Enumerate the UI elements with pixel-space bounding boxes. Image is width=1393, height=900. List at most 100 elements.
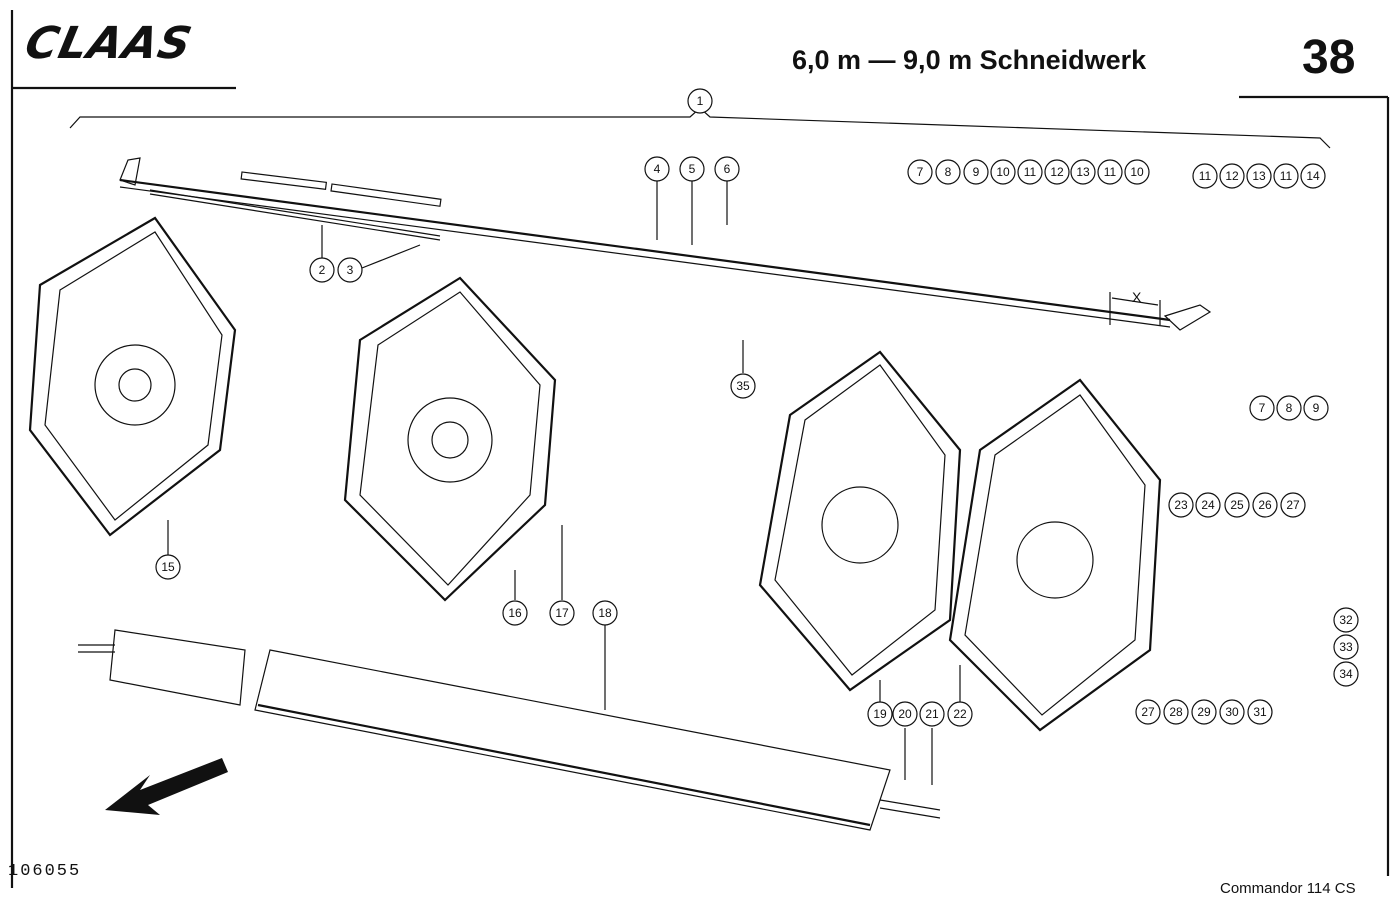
drawing-number: 106055 bbox=[8, 862, 82, 881]
page-title: 6,0 m — 9,0 m Schneidwerk bbox=[792, 45, 1147, 75]
svg-text:27: 27 bbox=[1141, 705, 1155, 719]
dimension-x-label: X bbox=[1132, 289, 1142, 305]
reel-disc-16 bbox=[343, 276, 557, 602]
svg-text:34: 34 bbox=[1339, 667, 1353, 681]
callout-27: 27 bbox=[1135, 699, 1161, 725]
callout-29: 29 bbox=[1191, 699, 1217, 725]
svg-text:11: 11 bbox=[1280, 169, 1293, 183]
callout-35: 35 bbox=[730, 373, 756, 399]
tine-bars bbox=[149, 171, 442, 241]
reel-disc-15 bbox=[28, 216, 237, 537]
model-name: Commandor 114 CS bbox=[1220, 880, 1356, 897]
callout-3: 3 bbox=[337, 257, 363, 283]
svg-text:30: 30 bbox=[1225, 705, 1239, 719]
callout-9: 9 bbox=[1303, 395, 1329, 421]
svg-text:11: 11 bbox=[1024, 165, 1037, 179]
callout-30: 30 bbox=[1219, 699, 1245, 725]
svg-text:27: 27 bbox=[1286, 498, 1300, 512]
svg-text:17: 17 bbox=[555, 606, 569, 620]
leader-lines bbox=[167, 108, 961, 785]
callout-11: 11 bbox=[1017, 159, 1043, 185]
callout-14: 14 bbox=[1300, 163, 1326, 189]
svg-text:4: 4 bbox=[654, 162, 661, 176]
callout-10: 10 bbox=[1124, 159, 1150, 185]
svg-text:12: 12 bbox=[1225, 169, 1239, 183]
callout-33: 33 bbox=[1333, 634, 1359, 660]
svg-text:2: 2 bbox=[319, 263, 326, 277]
callout-19: 19 bbox=[867, 701, 893, 727]
svg-text:12: 12 bbox=[1050, 165, 1064, 179]
svg-text:25: 25 bbox=[1230, 498, 1244, 512]
svg-text:10: 10 bbox=[1130, 165, 1144, 179]
callout-28: 28 bbox=[1163, 699, 1189, 725]
svg-text:10: 10 bbox=[996, 165, 1010, 179]
svg-text:22: 22 bbox=[953, 707, 967, 721]
direction-arrow bbox=[105, 758, 228, 815]
svg-text:14: 14 bbox=[1306, 169, 1320, 183]
callout-7: 7 bbox=[907, 159, 933, 185]
svg-text:18: 18 bbox=[598, 606, 612, 620]
svg-text:7: 7 bbox=[917, 165, 924, 179]
callout-20: 20 bbox=[892, 701, 918, 727]
svg-text:7: 7 bbox=[1259, 401, 1266, 415]
assembly-bracket bbox=[69, 107, 1331, 149]
svg-text:11: 11 bbox=[1104, 165, 1117, 179]
svg-text:24: 24 bbox=[1201, 498, 1215, 512]
callout-31: 31 bbox=[1247, 699, 1273, 725]
callout-9: 9 bbox=[963, 159, 989, 185]
svg-text:6: 6 bbox=[724, 162, 731, 176]
callout-11: 11 bbox=[1273, 163, 1299, 189]
svg-text:9: 9 bbox=[973, 165, 980, 179]
svg-text:3: 3 bbox=[347, 263, 354, 277]
callout-8: 8 bbox=[1276, 395, 1302, 421]
svg-text:31: 31 bbox=[1253, 705, 1267, 719]
callout-24: 24 bbox=[1195, 492, 1221, 518]
callout-23: 23 bbox=[1168, 492, 1194, 518]
svg-text:26: 26 bbox=[1258, 498, 1272, 512]
svg-text:20: 20 bbox=[898, 707, 912, 721]
page-number: 38 bbox=[1302, 31, 1356, 84]
callout-12: 12 bbox=[1219, 163, 1245, 189]
svg-text:21: 21 bbox=[925, 707, 939, 721]
callout-21: 21 bbox=[919, 701, 945, 727]
reel-disc-19 bbox=[758, 350, 962, 692]
callout-26: 26 bbox=[1252, 492, 1278, 518]
svg-text:19: 19 bbox=[873, 707, 887, 721]
frame bbox=[10, 10, 1390, 888]
svg-text:16: 16 bbox=[508, 606, 522, 620]
svg-text:5: 5 bbox=[689, 162, 696, 176]
callout-4: 4 bbox=[644, 156, 670, 182]
svg-text:35: 35 bbox=[736, 379, 750, 393]
callout-5: 5 bbox=[679, 156, 705, 182]
callout-1: 1 bbox=[687, 88, 713, 114]
callout-11: 11 bbox=[1097, 159, 1123, 185]
callout-15: 15 bbox=[155, 554, 181, 580]
reel-shaft bbox=[119, 157, 1212, 331]
reel-tube bbox=[78, 629, 941, 831]
svg-text:13: 13 bbox=[1252, 169, 1266, 183]
callout-32: 32 bbox=[1333, 607, 1359, 633]
svg-text:23: 23 bbox=[1174, 498, 1188, 512]
callout-25: 25 bbox=[1224, 492, 1250, 518]
svg-text:29: 29 bbox=[1197, 705, 1211, 719]
svg-text:28: 28 bbox=[1169, 705, 1183, 719]
svg-text:1: 1 bbox=[697, 94, 704, 108]
callout-12: 12 bbox=[1044, 159, 1070, 185]
callout-2: 2 bbox=[309, 257, 335, 283]
svg-text:8: 8 bbox=[945, 165, 952, 179]
callout-34: 34 bbox=[1333, 661, 1359, 687]
callout-8: 8 bbox=[935, 159, 961, 185]
callout-6: 6 bbox=[714, 156, 740, 182]
svg-text:33: 33 bbox=[1339, 640, 1353, 654]
callout-13: 13 bbox=[1070, 159, 1096, 185]
reel-disc-22 bbox=[948, 378, 1162, 732]
svg-text:15: 15 bbox=[161, 560, 175, 574]
svg-text:32: 32 bbox=[1339, 613, 1353, 627]
callout-7: 7 bbox=[1249, 395, 1275, 421]
svg-text:13: 13 bbox=[1076, 165, 1090, 179]
svg-text:11: 11 bbox=[1199, 169, 1212, 183]
callout-18: 18 bbox=[592, 600, 618, 626]
callout-27: 27 bbox=[1280, 492, 1306, 518]
